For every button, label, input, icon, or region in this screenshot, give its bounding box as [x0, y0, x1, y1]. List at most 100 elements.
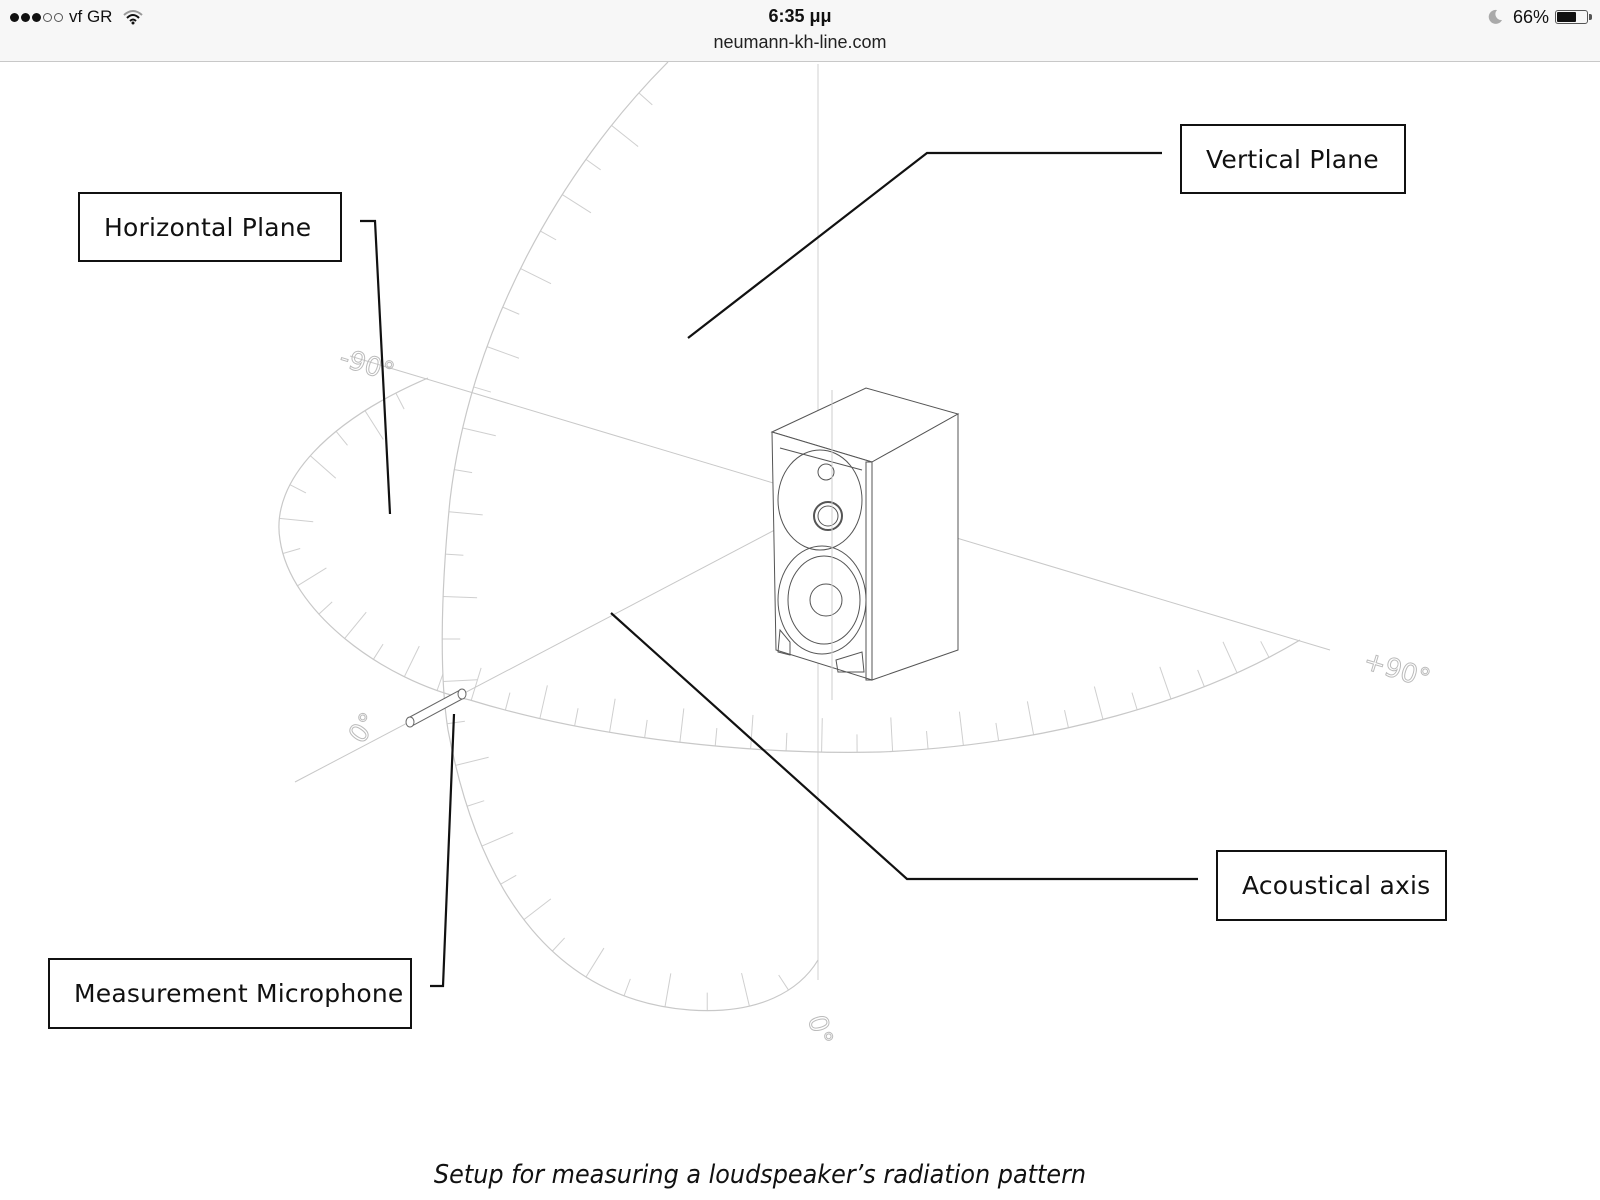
- vertical-plane-arc: [441, 62, 819, 1012]
- scale-tick: [502, 306, 520, 315]
- scale-tick: [520, 268, 552, 285]
- leader-vertical-plane: [687, 151, 1162, 339]
- scale-tick: [504, 692, 511, 711]
- scale-tick: [282, 548, 301, 555]
- battery-icon: [1555, 10, 1588, 24]
- leader-measurement-microphone: [430, 713, 456, 988]
- scale-tick: [462, 427, 496, 437]
- scale-tick: [609, 698, 616, 733]
- scale-tick: [574, 708, 579, 727]
- scale-tick: [821, 718, 823, 753]
- scale-tick: [364, 410, 384, 440]
- scale-tick: [1222, 641, 1238, 673]
- scale-tick: [540, 230, 557, 241]
- scale-tick: [448, 511, 483, 516]
- moon-icon: [1488, 9, 1502, 24]
- scale-tick: [561, 194, 592, 214]
- angle-label-minus-90: -90°: [336, 343, 398, 388]
- angle-label-zero-vertical: 0°: [801, 1012, 838, 1048]
- scale-tick: [466, 800, 485, 807]
- scale-tick: [445, 553, 464, 556]
- wifi-icon: [123, 10, 144, 25]
- battery-tip: [1589, 14, 1592, 20]
- scale-tick: [446, 720, 465, 725]
- clock: 6:35 μμ: [768, 6, 832, 26]
- scale-tick: [1131, 692, 1138, 710]
- status-right: 66%: [1487, 4, 1592, 30]
- callout-acoustical-axis-label: Acoustical axis: [1242, 871, 1431, 900]
- callout-vertical-plane-label: Vertical Plane: [1206, 144, 1379, 174]
- scale-tick: [455, 756, 489, 766]
- callout-vertical-plane: Vertical Plane: [1180, 124, 1406, 194]
- scale-tick: [750, 714, 754, 749]
- scale-tick: [395, 392, 405, 410]
- scale-tick: [1026, 701, 1035, 735]
- scale-tick: [585, 947, 605, 978]
- scale-tick: [664, 973, 672, 1007]
- callout-horizontal-plane: Horizontal Plane: [78, 192, 342, 262]
- scale-tick: [638, 92, 653, 106]
- scale-tick: [523, 898, 552, 921]
- scale-tick: [297, 567, 327, 587]
- scale-tick: [1260, 641, 1270, 658]
- scale-tick: [344, 611, 367, 639]
- scale-tick: [1159, 666, 1172, 700]
- scale-tick: [926, 731, 929, 750]
- figure-caption: Setup for measuring a loudspeaker’s radi…: [433, 1160, 1087, 1190]
- scale-tick: [958, 711, 964, 746]
- scale-tick: [1197, 669, 1205, 687]
- scale-tick: [500, 874, 517, 885]
- scale-tick: [470, 667, 482, 701]
- status-left: vf GR: [10, 4, 144, 30]
- scale-tick: [644, 719, 648, 738]
- status-center: 6:35 μμ neumann-kh-line.com: [0, 4, 1600, 54]
- scale-tick: [289, 484, 307, 494]
- scale-tick: [335, 431, 348, 446]
- leader-acoustical-axis: [610, 612, 1198, 881]
- signal-dots-icon: [10, 12, 63, 22]
- scale-tick: [309, 455, 337, 479]
- angle-label-plus-90: +90°: [1360, 646, 1434, 695]
- callout-measurement-microphone-label: Measurement Microphone: [74, 979, 404, 1008]
- battery-level: [1557, 12, 1577, 22]
- carrier-label: vf GR: [69, 7, 113, 26]
- scale-tick: [454, 469, 473, 474]
- measurement-microphone-illustration: [405, 688, 467, 728]
- callout-measurement-microphone: Measurement Microphone: [48, 958, 412, 1029]
- scale-tick: [403, 645, 420, 677]
- scale-tick: [778, 974, 789, 991]
- scale-tick: [318, 601, 333, 615]
- scale-tick: [611, 125, 639, 147]
- scale-tick: [443, 679, 478, 682]
- address-bar-url[interactable]: neumann-kh-line.com: [713, 32, 887, 52]
- scale-tick: [741, 972, 750, 1007]
- callout-acoustical-axis: Acoustical axis: [1216, 850, 1447, 921]
- scale-tick: [890, 717, 894, 752]
- scale-tick: [372, 643, 384, 660]
- scale-tick: [714, 727, 718, 747]
- scale-tick: [473, 386, 492, 393]
- leader-horizontal-plane: [360, 219, 392, 515]
- loudspeaker-illustration: [770, 387, 960, 700]
- battery-percent: 66%: [1512, 6, 1549, 27]
- scale-tick: [436, 673, 444, 691]
- radiation-pattern-diagram: -90° +90° 0° 0°: [278, 62, 1434, 1049]
- scale-tick: [443, 596, 478, 599]
- scale-tick: [1064, 710, 1069, 728]
- scale-tick: [585, 158, 601, 171]
- scale-tick: [552, 937, 565, 952]
- horizontal-plane-arc: [278, 377, 1301, 753]
- scale-tick: [995, 722, 1000, 741]
- scale-tick: [1093, 686, 1104, 720]
- scale-tick: [785, 732, 788, 751]
- leader-lines: [360, 151, 1198, 988]
- status-bar: vf GR 6:35 μμ neumann-kh-line.com 66%: [0, 0, 1600, 62]
- angle-label-zero-horizontal: 0°: [343, 708, 385, 749]
- scale-tick: [279, 517, 314, 523]
- scale-tick: [539, 685, 548, 719]
- scale-tick: [679, 708, 685, 743]
- scale-tick: [486, 346, 520, 359]
- callout-horizontal-plane-label: Horizontal Plane: [104, 212, 312, 242]
- scale-ticks: [279, 92, 1270, 1011]
- scale-tick: [481, 832, 514, 847]
